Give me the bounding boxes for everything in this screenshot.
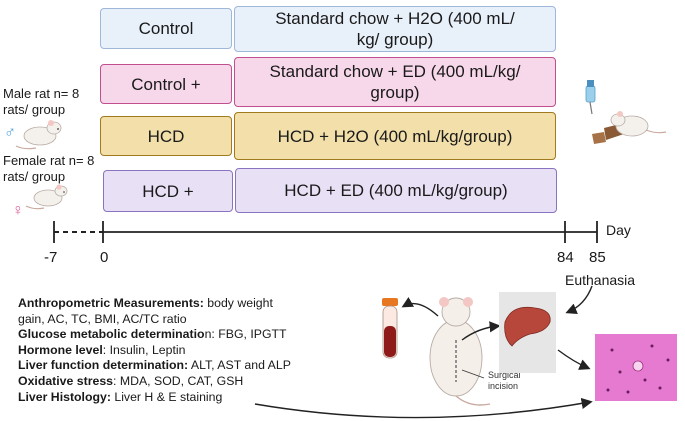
tick-label-85: 85 [589,249,606,266]
measurements-list: Anthropometric Measurements: body weight… [18,296,291,405]
male-rat-label: Male rat n= 8 rats/ group [3,86,80,117]
group-control-treatment: Standard chow + H2O (400 mL/kg/ group) [275,9,515,49]
measurement-line-5: Liver function determination: ALT, AST a… [18,358,291,373]
surgical-incision-label: Surgical incision [488,370,521,391]
group-control-plus-label: Control + [131,74,201,94]
day-axis-label: Day [606,222,631,238]
arrow-to-liver [461,321,501,341]
timeline-axis [53,221,598,243]
surgery-rat-icon [429,297,491,406]
rat-with-food-icon [610,111,667,137]
female-symbol: ♀ [12,202,24,219]
blood-tube-icon [382,298,398,359]
measurement-line-7: Liver Histology: Liver H & E staining [18,389,223,404]
group-hcd-treatment-box: HCD + H2O (400 mL/kg/group) [234,112,556,160]
group-hcd-treatment: HCD + H2O (400 mL/kg/group) [277,126,513,146]
group-hcd-plus-treatment-box: HCD + ED (400 mL/kg/group) [235,168,557,213]
group-hcd-box: HCD [100,116,232,156]
female-rat-icon [25,184,68,210]
group-control-treatment-box: Standard chow + H2O (400 mL/kg/ group) [234,6,556,52]
histology-image [595,334,677,401]
tick-label-84: 84 [557,249,574,266]
arrow-to-blood-tube [401,296,439,317]
histology-curve-arrow [254,397,593,419]
water-bottle-icon [585,80,596,115]
measurement-line-3: Glucose metabolic determination: FBG, IP… [18,327,287,342]
tick-label-0: 0 [100,249,109,266]
male-rat-icon [15,120,62,150]
euthanasia-arrow [565,285,593,314]
male-symbol: ♂ [4,124,16,141]
liver-panel [499,292,556,373]
group-control-label: Control [138,19,194,38]
measurement-line-6: Oxidative stress: MDA, SOD, CAT, GSH [18,373,244,388]
group-hcd-label: HCD [147,126,185,146]
measurement-line-2: gain, AC, TC, BMI, AC/TC ratio [18,311,187,326]
arrow-to-histology [557,349,591,370]
tick-label-minus7: -7 [44,249,58,266]
group-control-plus-treatment-box: Standard chow + ED (400 mL/kg/group) [234,57,556,107]
measurement-line-1: Anthropometric Measurements: body weight [18,296,273,310]
group-control-box: Control [100,8,232,49]
group-hcd-plus-label: HCD + [142,181,194,201]
measurement-line-4: Hormone level: Insulin, Leptin [18,342,186,357]
group-hcd-plus-treatment: HCD + ED (400 mL/kg/group) [284,181,508,200]
group-control-plus-treatment: Standard chow + ED (400 mL/kg/group) [269,62,521,102]
euthanasia-label: Euthanasia [565,272,636,288]
group-control-plus-box: Control + [100,64,232,104]
group-hcd-plus-box: HCD + [103,170,233,212]
female-rat-label: Female rat n= 8 rats/ group [3,153,95,184]
